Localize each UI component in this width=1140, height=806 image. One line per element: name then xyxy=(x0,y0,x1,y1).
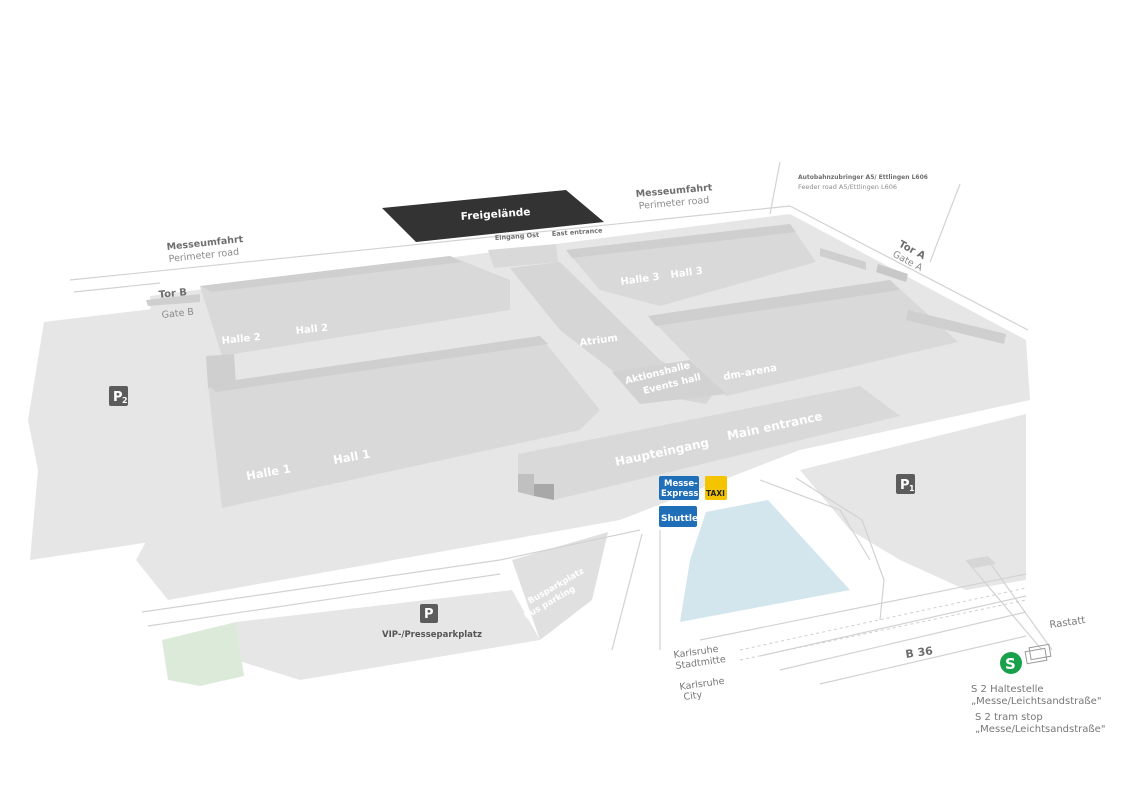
hall-3-label-en: Hall 3 xyxy=(670,266,704,281)
hall-connector xyxy=(206,354,236,388)
tram-stop-label-en-2: „Messe/Leichtsandstraße" xyxy=(975,724,1105,735)
tram-track xyxy=(739,587,1027,661)
main-entrance-front xyxy=(518,474,534,496)
events-hall-building xyxy=(612,360,726,404)
b36-road-label: B 36 xyxy=(905,644,934,661)
hall-1-roof-shade xyxy=(208,336,548,392)
hall-1-label-en: Hall 1 xyxy=(332,447,371,467)
main-entrance-front-2 xyxy=(534,484,554,500)
p2-letter: P xyxy=(113,390,123,405)
parking-lot-p2-area xyxy=(28,308,164,560)
feeder-road-label-de: Autobahnzubringer A5/ Ettlingen L606 xyxy=(798,174,928,181)
taxi-label: TAXI xyxy=(706,489,725,498)
lake xyxy=(680,500,850,622)
dm-arena-roof-shade xyxy=(648,280,900,326)
freigelaende-label: Freigelände xyxy=(460,206,531,223)
east-entrance-building xyxy=(488,244,558,268)
atrium-label: Atrium xyxy=(579,333,619,349)
freigelaende-area xyxy=(382,190,604,242)
tram-stop-label-de-2: „Messe/Leichtsandstraße" xyxy=(971,696,1101,707)
hall-3-label-de: Halle 3 xyxy=(620,272,660,288)
karlsruhe-city-line-1: Karlsruhe xyxy=(679,676,725,693)
s-bahn-letter: S xyxy=(1005,655,1016,673)
hall-2-label-de: Halle 2 xyxy=(221,332,261,347)
messe-express-line-1: Messe- xyxy=(664,479,698,489)
buildings xyxy=(146,190,1006,568)
rastatt-label: Rastatt xyxy=(1049,615,1086,631)
shuttle-badge: Shuttle xyxy=(659,506,698,527)
main-entrance-building xyxy=(518,386,900,500)
parking-p1-icon: P 1 xyxy=(896,474,915,494)
hall-2-label-en: Hall 2 xyxy=(295,323,328,337)
vip-parking-label: VIP-/Presseparkplatz xyxy=(382,630,482,640)
feeder-building xyxy=(820,248,866,270)
taxi-badge: TAXI xyxy=(705,476,727,500)
karlsruhe-city-line-2: City xyxy=(683,689,703,703)
green-area xyxy=(162,622,244,686)
tram-stop-label-de-1: S 2 Haltestelle xyxy=(971,684,1044,695)
gate-a-structure xyxy=(876,264,908,282)
vip-parking-area xyxy=(236,590,540,680)
p2-number: 2 xyxy=(122,396,128,405)
gate-b-structure xyxy=(146,294,200,306)
gate-b-label-en: Gate B xyxy=(161,307,194,321)
messe-express-line-2: Express xyxy=(661,489,698,499)
gate-b-label-de: Tor B xyxy=(158,287,187,301)
parking-p2-icon: P 2 xyxy=(109,386,128,406)
shuttle-label: Shuttle xyxy=(661,514,698,524)
parking-vip-icon: P xyxy=(420,604,438,623)
p1-letter: P xyxy=(900,478,910,493)
p-vip-letter: P xyxy=(424,607,434,622)
east-entrance-label-de: Eingang Ost xyxy=(495,231,540,242)
hall-2-roof-shade xyxy=(200,256,462,292)
messe-express-badge: Messe- Express xyxy=(659,476,699,500)
road-lines xyxy=(69,161,1053,685)
s-bahn-icon: S xyxy=(1000,652,1022,674)
parking-lot-p1-area xyxy=(800,414,1026,590)
east-entrance-label-en: East entrance xyxy=(552,226,604,238)
feeder-road-label-en: Feeder road A5/Ettlingen L606 xyxy=(798,183,897,191)
tram-stop-label-en-1: S 2 tram stop xyxy=(975,712,1043,723)
bus-parking-area xyxy=(512,532,608,640)
hall-1-building xyxy=(208,336,600,508)
gate-side-structure xyxy=(906,310,1006,344)
map-labels: Freigelände Messeumfahrt Perimeter road … xyxy=(158,174,1105,735)
p1-number: 1 xyxy=(909,484,915,493)
tram-icon xyxy=(1024,643,1052,665)
tram-stop-structure xyxy=(966,556,996,568)
hall-3-roof-shade xyxy=(566,224,796,258)
